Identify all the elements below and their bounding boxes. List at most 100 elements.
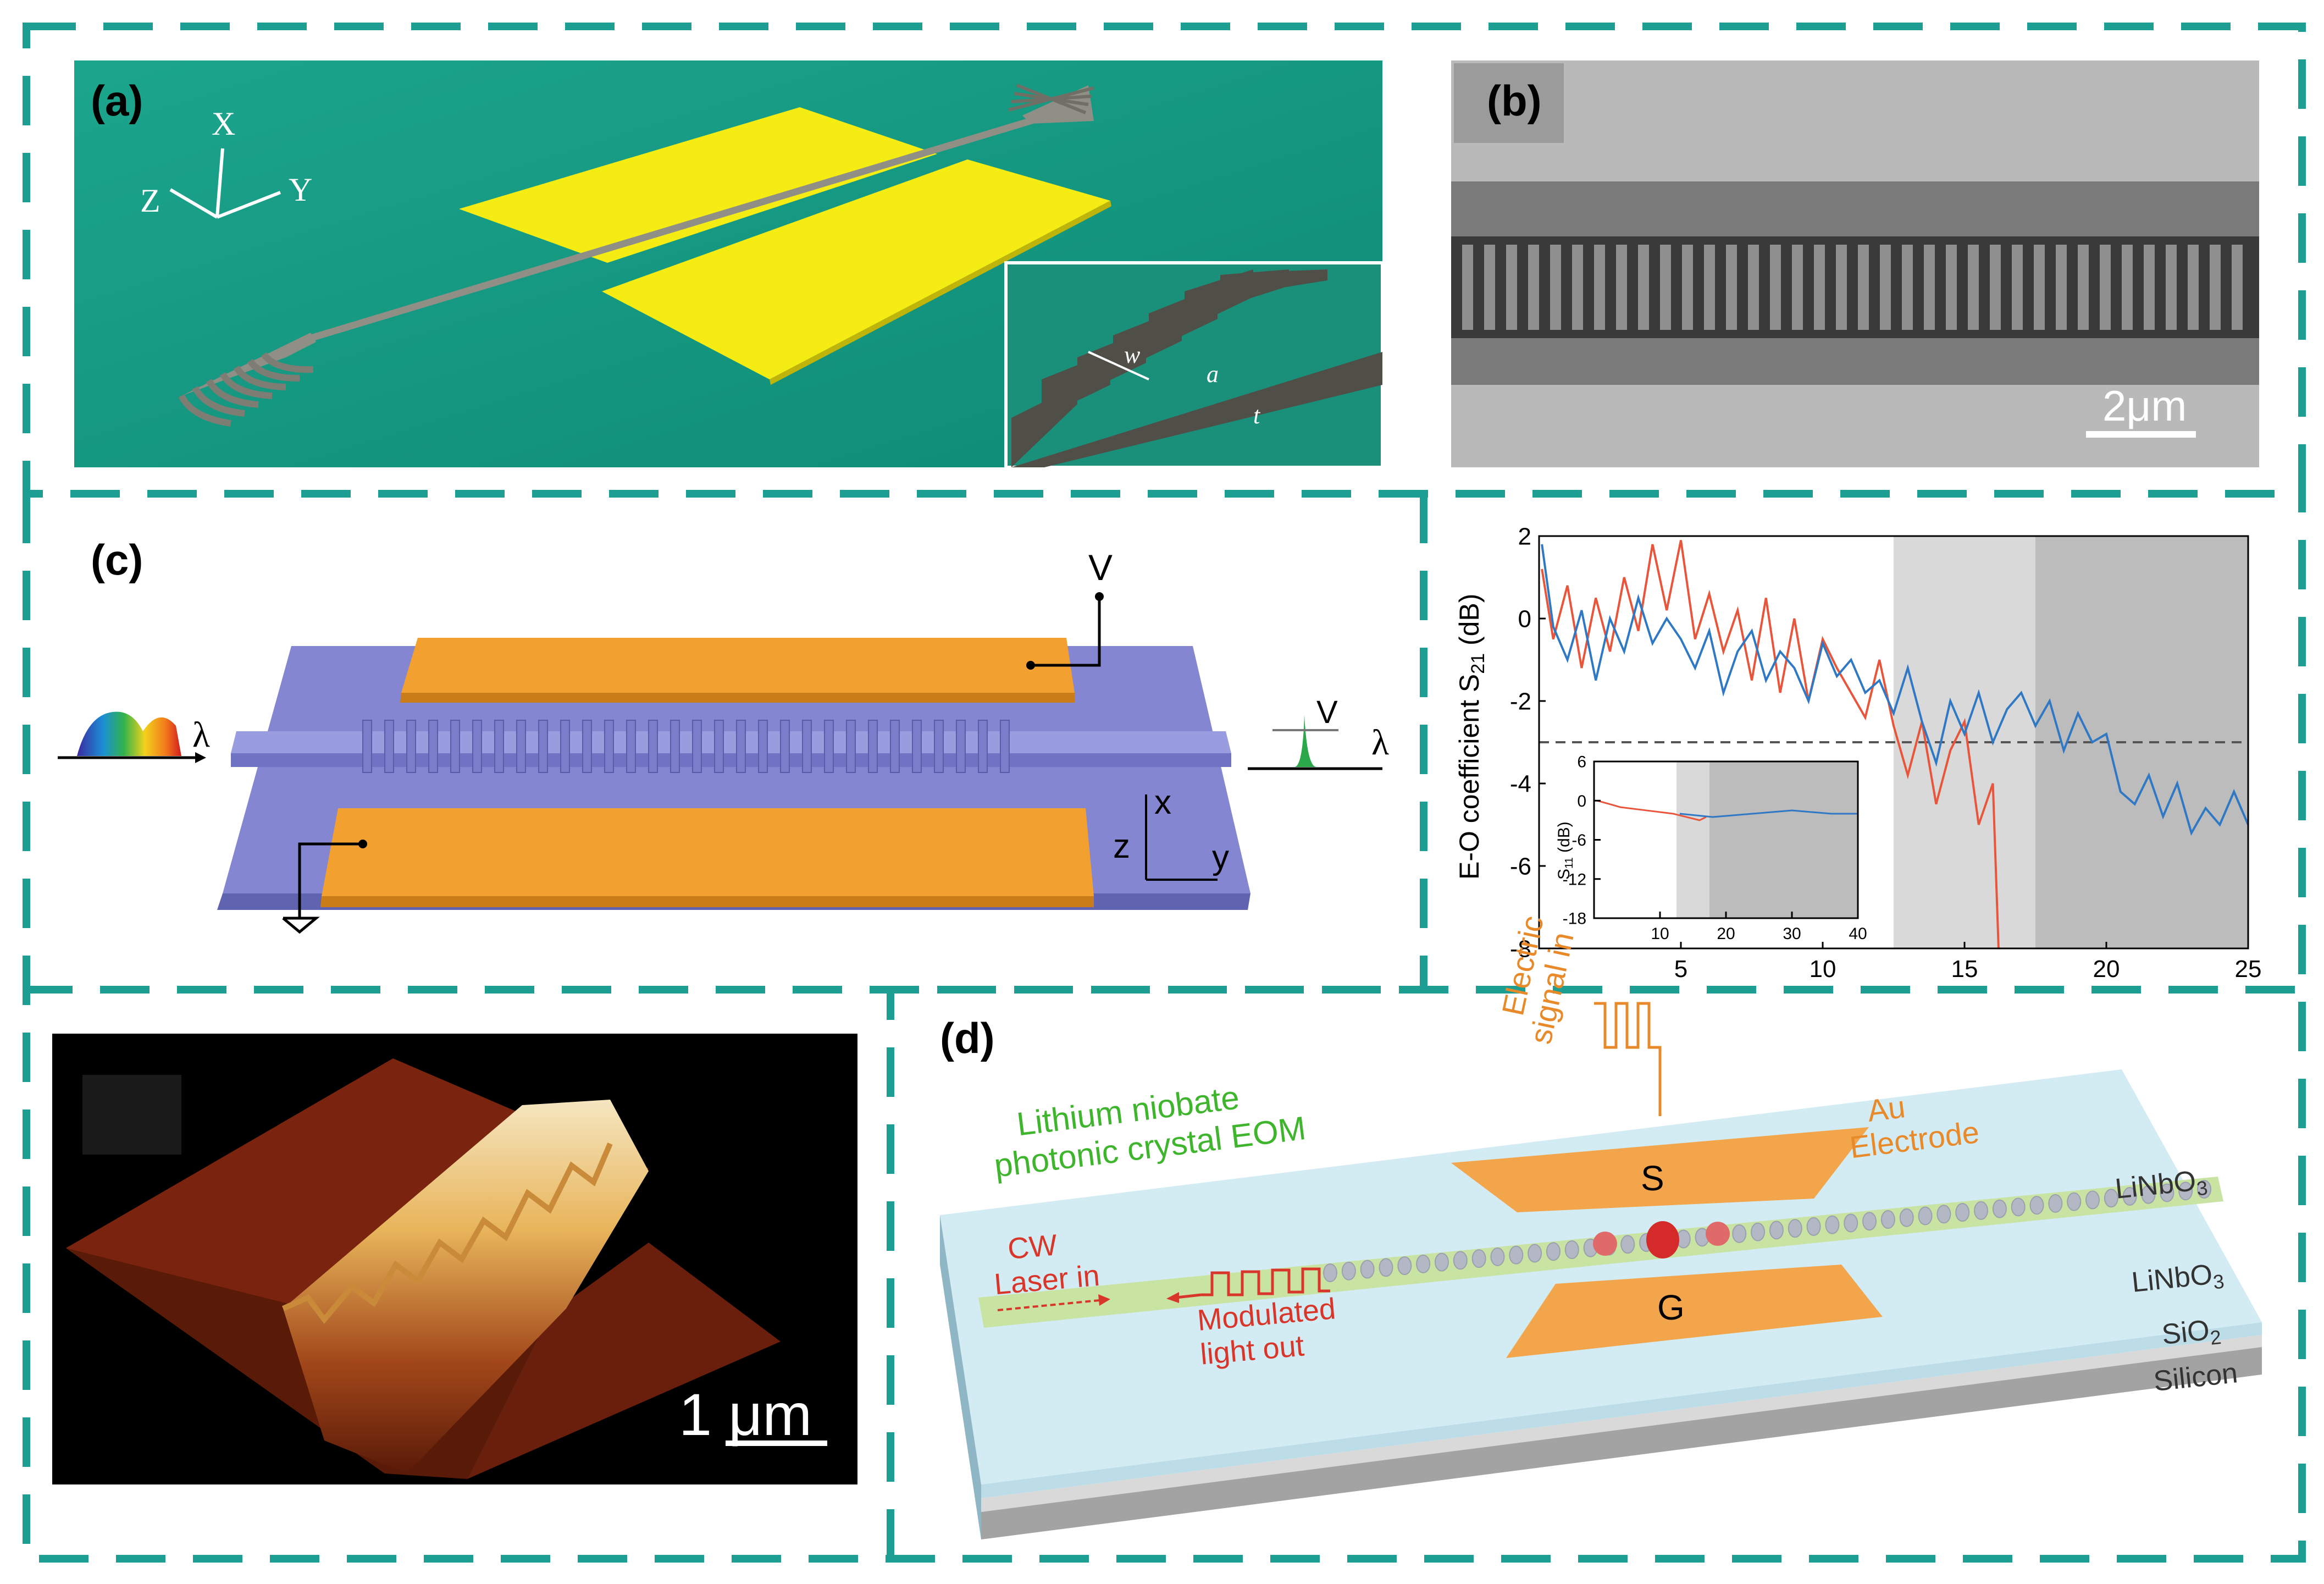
y-tick-label: 6 bbox=[1577, 753, 1586, 771]
ridge-tooth bbox=[428, 720, 438, 773]
y-tick-label: -12 bbox=[1563, 870, 1586, 888]
electrode-top bbox=[459, 107, 937, 263]
sem-hole bbox=[1638, 245, 1649, 330]
ridge-tooth bbox=[582, 720, 592, 773]
voltage-wire-top bbox=[1031, 597, 1101, 667]
electrode-c-top bbox=[401, 638, 1075, 693]
pc-hole bbox=[1880, 1210, 1895, 1229]
chart-ylabel-unit: (dB) bbox=[1454, 594, 1485, 653]
sem-hole bbox=[1726, 245, 1737, 330]
panel-a-axes bbox=[169, 148, 281, 219]
pc-hole bbox=[1974, 1201, 1989, 1220]
series-line bbox=[1597, 799, 1707, 821]
grating-arc-4 bbox=[219, 372, 273, 399]
panel-b: (b) 2μm bbox=[1451, 60, 2259, 467]
electrode-contact-bottom bbox=[358, 840, 367, 848]
ridge-tooth bbox=[670, 720, 680, 773]
pc-hole bbox=[1471, 1249, 1486, 1268]
chart-ylabel-sub: 21 bbox=[1468, 653, 1489, 674]
ridge-tooth bbox=[362, 720, 372, 773]
x-tick-label: 5 bbox=[1674, 956, 1687, 983]
sem-hole bbox=[1682, 245, 1693, 330]
pc-hole bbox=[1732, 1224, 1747, 1243]
x-tick-label: 10 bbox=[1810, 956, 1836, 983]
pc-hole bbox=[2029, 1196, 2044, 1215]
sem-hole bbox=[2188, 245, 2199, 330]
pc-hole bbox=[1788, 1219, 1802, 1238]
ridge-tooth bbox=[956, 720, 966, 773]
inset-w-arrow bbox=[1088, 351, 1149, 380]
x-tick-label: 15 bbox=[1951, 956, 1978, 983]
pc-hole bbox=[1806, 1217, 1821, 1236]
chart-ylabel-main: E-O coefficient S bbox=[1454, 674, 1485, 880]
voltage-label-top: V bbox=[1088, 547, 1113, 588]
axis-z-line bbox=[169, 188, 218, 219]
sem-hole bbox=[1506, 245, 1517, 330]
sem-scale-bar-label: 2μm bbox=[2102, 382, 2187, 430]
layer-top-sub: 3 bbox=[2195, 1177, 2209, 1200]
panel-a-label: (a) bbox=[91, 76, 143, 125]
axis-x-label: X bbox=[212, 106, 235, 142]
d-title: Lithium niobate photonic crystal EOM bbox=[992, 1079, 1308, 1184]
pc-hole bbox=[1862, 1212, 1877, 1231]
sem-hole bbox=[1946, 245, 1957, 330]
axis-z-label: Z bbox=[140, 183, 161, 219]
y-tick-label: 2 bbox=[1518, 523, 1531, 550]
d-mode-profile-right bbox=[1706, 1222, 1730, 1246]
sem-label-box bbox=[1454, 63, 1564, 143]
inset-ylabel-sub: 11 bbox=[1563, 857, 1575, 869]
sem-hole bbox=[1704, 245, 1715, 330]
ridge-tooth bbox=[384, 720, 394, 773]
layer-sio2-label: SiO2 bbox=[2160, 1313, 2222, 1354]
sem-hole bbox=[2232, 245, 2243, 330]
ridge-tooth bbox=[538, 720, 548, 773]
pc-hole bbox=[1564, 1240, 1579, 1259]
sem-hole bbox=[1990, 245, 2001, 330]
afm-plane-right bbox=[467, 1243, 781, 1479]
afm-label-box bbox=[82, 1075, 181, 1155]
ridge-tooth bbox=[560, 720, 570, 773]
sem-hole bbox=[1484, 245, 1495, 330]
electrode-bottom bbox=[602, 159, 1110, 379]
grating-arc-3 bbox=[206, 378, 259, 408]
x-tick-label: 25 bbox=[2235, 956, 2262, 983]
x-tick-label: 20 bbox=[2093, 956, 2120, 983]
dashed-frames bbox=[23, 23, 2306, 1563]
frame-top bbox=[23, 23, 2306, 498]
pc-hole bbox=[1620, 1235, 1635, 1254]
ridge-tooth bbox=[780, 720, 790, 773]
electrode-bottom-side bbox=[770, 201, 1111, 385]
pc-hole bbox=[1453, 1251, 1468, 1270]
output-peak bbox=[1294, 715, 1316, 767]
panel-b-label: (b) bbox=[1487, 76, 1542, 125]
voltage-wire bbox=[282, 597, 1101, 934]
chart-ylabel: E-O coefficient S21 (dB) bbox=[1454, 594, 1489, 880]
d-mode-profile bbox=[1646, 1221, 1679, 1259]
sem-hole bbox=[1858, 245, 1869, 330]
layer-sio2-sub: 2 bbox=[2209, 1326, 2222, 1349]
ridge-top bbox=[231, 731, 1231, 753]
slab-front-sio2 bbox=[981, 1335, 2262, 1512]
grating-arc-7 bbox=[261, 352, 314, 373]
sem-hole bbox=[1924, 245, 1935, 330]
pc-hole bbox=[2197, 1180, 2211, 1199]
pc-hole bbox=[1416, 1254, 1431, 1273]
sem-hole bbox=[1462, 245, 1473, 330]
pc-hole bbox=[1899, 1208, 1914, 1227]
axis-c-x-label: x bbox=[1154, 783, 1171, 821]
pc-hole bbox=[1379, 1258, 1393, 1277]
pc-hole bbox=[1844, 1213, 1858, 1233]
pc-hole bbox=[2160, 1183, 2174, 1202]
sem-hole bbox=[1660, 245, 1671, 330]
y-tick-label: -4 bbox=[1510, 770, 1531, 797]
ridge-tooth bbox=[604, 720, 614, 773]
ridge-tooth bbox=[406, 720, 416, 773]
ridge-tooth bbox=[494, 720, 504, 773]
electrode-s bbox=[1451, 1127, 1869, 1212]
y-tick-label: 0 bbox=[1577, 792, 1586, 810]
pc-hole bbox=[2011, 1197, 2026, 1217]
plot-frame bbox=[1538, 535, 2249, 950]
sem-hole bbox=[2078, 245, 2089, 330]
pc-hole bbox=[1955, 1203, 1970, 1222]
pc-hole bbox=[2104, 1189, 2118, 1208]
